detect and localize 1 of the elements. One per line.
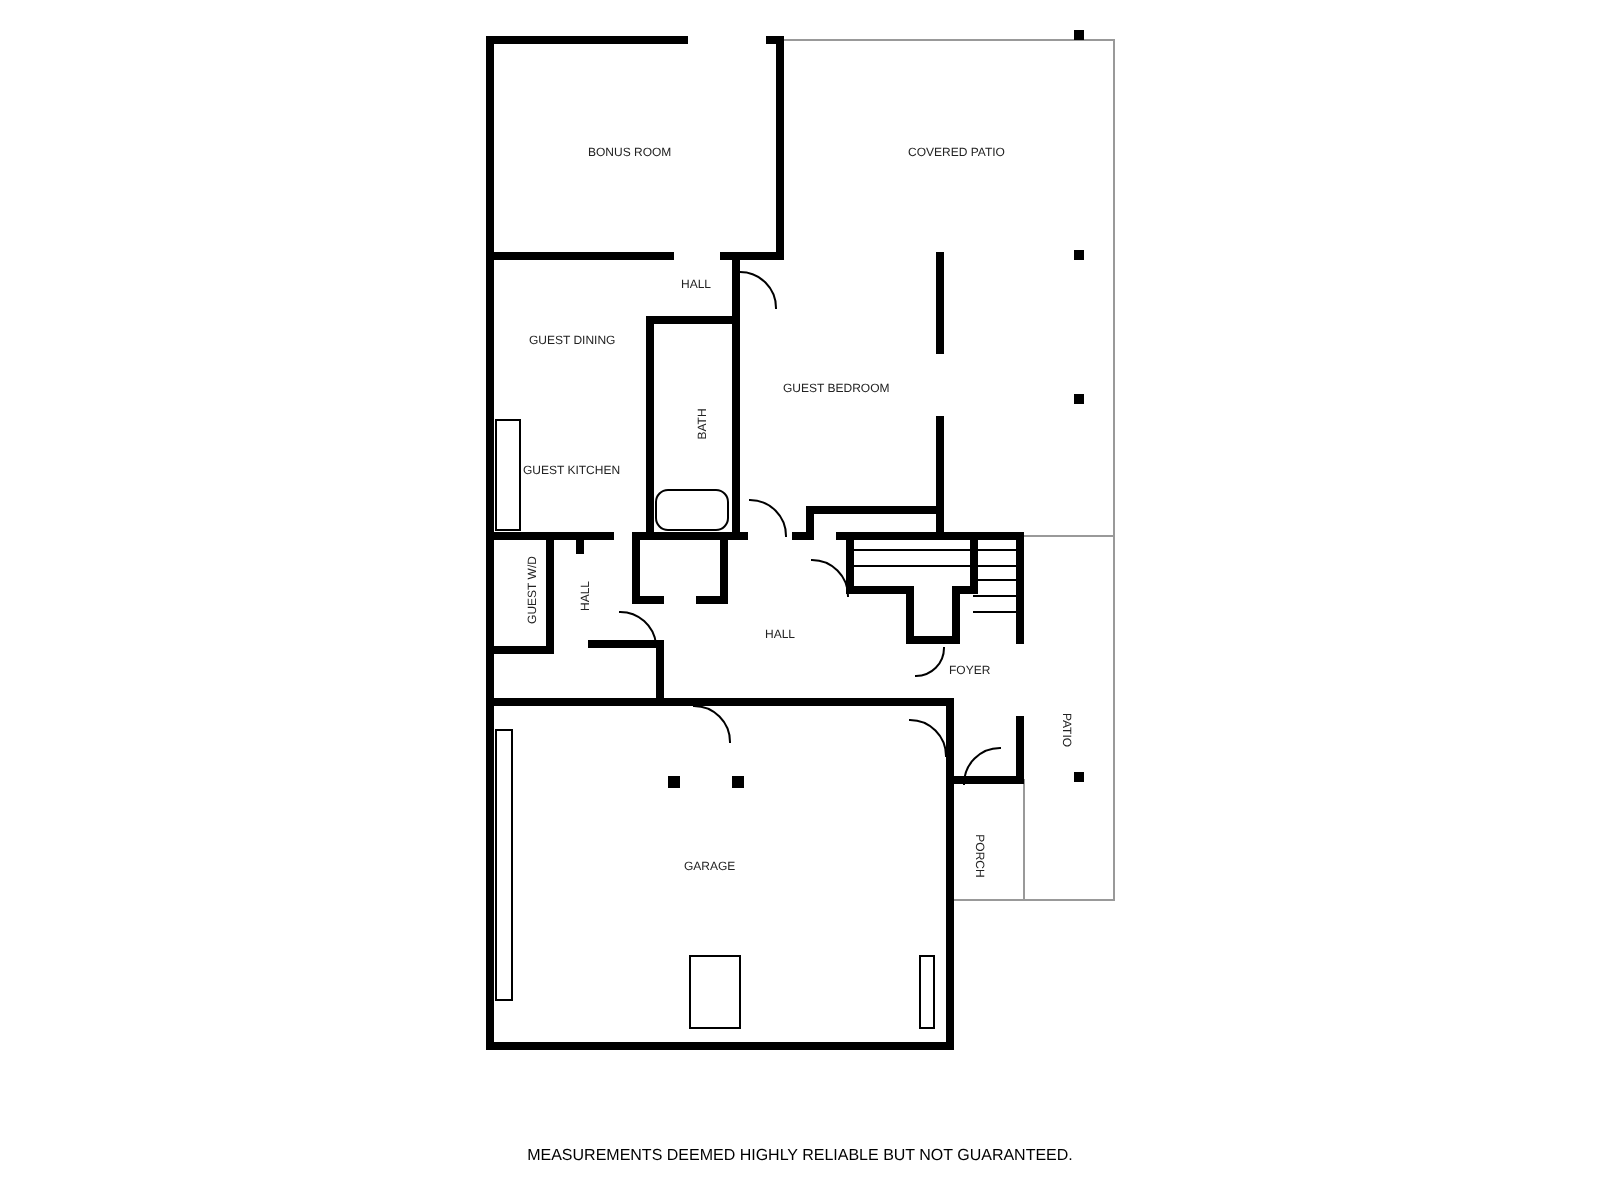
caption: MEASUREMENTS DEEMED HIGHLY RELIABLE BUT NOT GUARANTEED. [525,1146,1075,1164]
